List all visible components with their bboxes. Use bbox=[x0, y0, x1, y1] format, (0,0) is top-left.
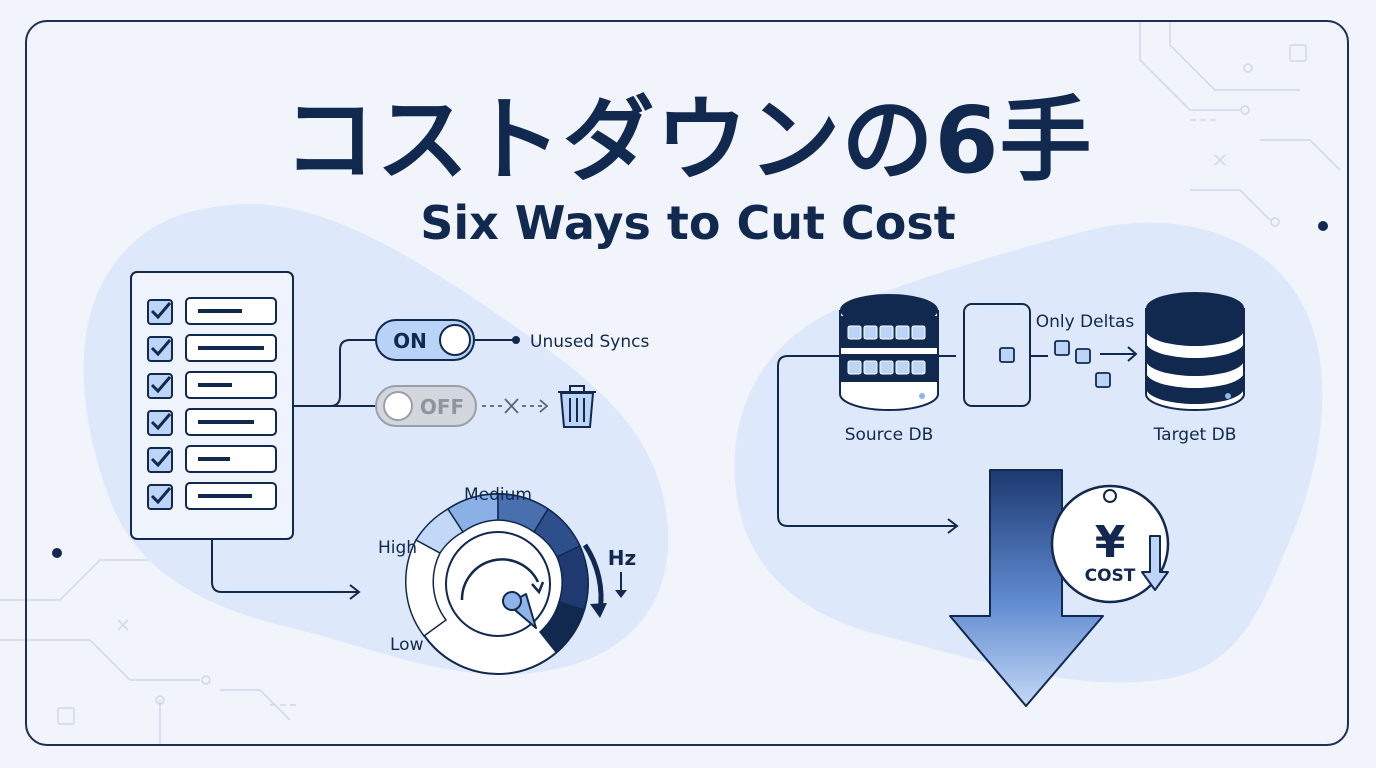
checklist-panel bbox=[130, 271, 294, 540]
checklist-rows bbox=[147, 297, 277, 510]
dial-unit-label: Hz bbox=[608, 546, 636, 570]
page-title: コストダウンの6手 bbox=[283, 87, 1093, 194]
source-db-icon bbox=[839, 294, 939, 411]
page-subtitle: Six Ways to Cut Cost bbox=[420, 196, 956, 250]
on-toggle-label: ON bbox=[393, 329, 427, 353]
dial-low-label: Low bbox=[390, 635, 424, 655]
frequency-dial bbox=[405, 493, 627, 675]
only-deltas-label: Only Deltas bbox=[1036, 312, 1135, 332]
unused-syncs-dot bbox=[512, 336, 520, 344]
off-to-trash-link bbox=[482, 398, 549, 414]
dot-decoration-left bbox=[52, 548, 62, 558]
delta-packets bbox=[999, 340, 1111, 388]
off-toggle bbox=[375, 385, 477, 427]
unused-syncs-label: Unused Syncs bbox=[530, 332, 649, 352]
dial-medium-label: Medium bbox=[464, 485, 532, 505]
target-db-icon bbox=[1145, 292, 1245, 411]
delta-flow bbox=[938, 303, 1138, 407]
checklist-connectors bbox=[211, 339, 514, 600]
target-db-label: Target DB bbox=[1153, 425, 1237, 445]
cost-down-arrow bbox=[949, 469, 1104, 707]
content-frame bbox=[25, 20, 1349, 746]
source-to-cost-connector bbox=[777, 355, 959, 534]
trash-icon bbox=[558, 385, 596, 428]
cost-symbol: ¥ bbox=[1095, 517, 1126, 568]
off-toggle-label: OFF bbox=[420, 395, 464, 419]
cost-label: COST bbox=[1085, 566, 1136, 586]
on-toggle bbox=[375, 319, 475, 361]
dot-decoration-right bbox=[1318, 221, 1328, 231]
cost-coin-icon bbox=[1050, 484, 1170, 604]
source-db-label: Source DB bbox=[845, 425, 934, 445]
dial-high-label: High bbox=[378, 538, 417, 558]
